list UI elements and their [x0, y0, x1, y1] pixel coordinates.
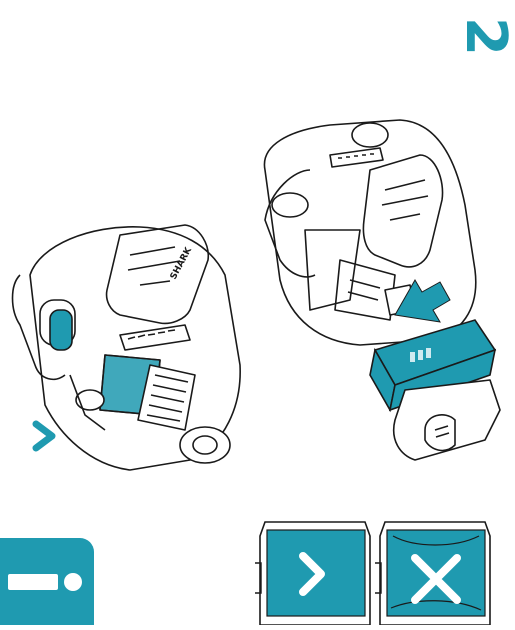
exclamation-icon [0, 538, 94, 625]
checkmark-icon [32, 418, 68, 454]
vacuum-filter-removal-illustration [250, 110, 515, 480]
filter-comparison [255, 518, 495, 625]
warning-box [0, 538, 94, 625]
step-number: 2 [453, 17, 515, 56]
clean-filter-correct [255, 522, 370, 625]
